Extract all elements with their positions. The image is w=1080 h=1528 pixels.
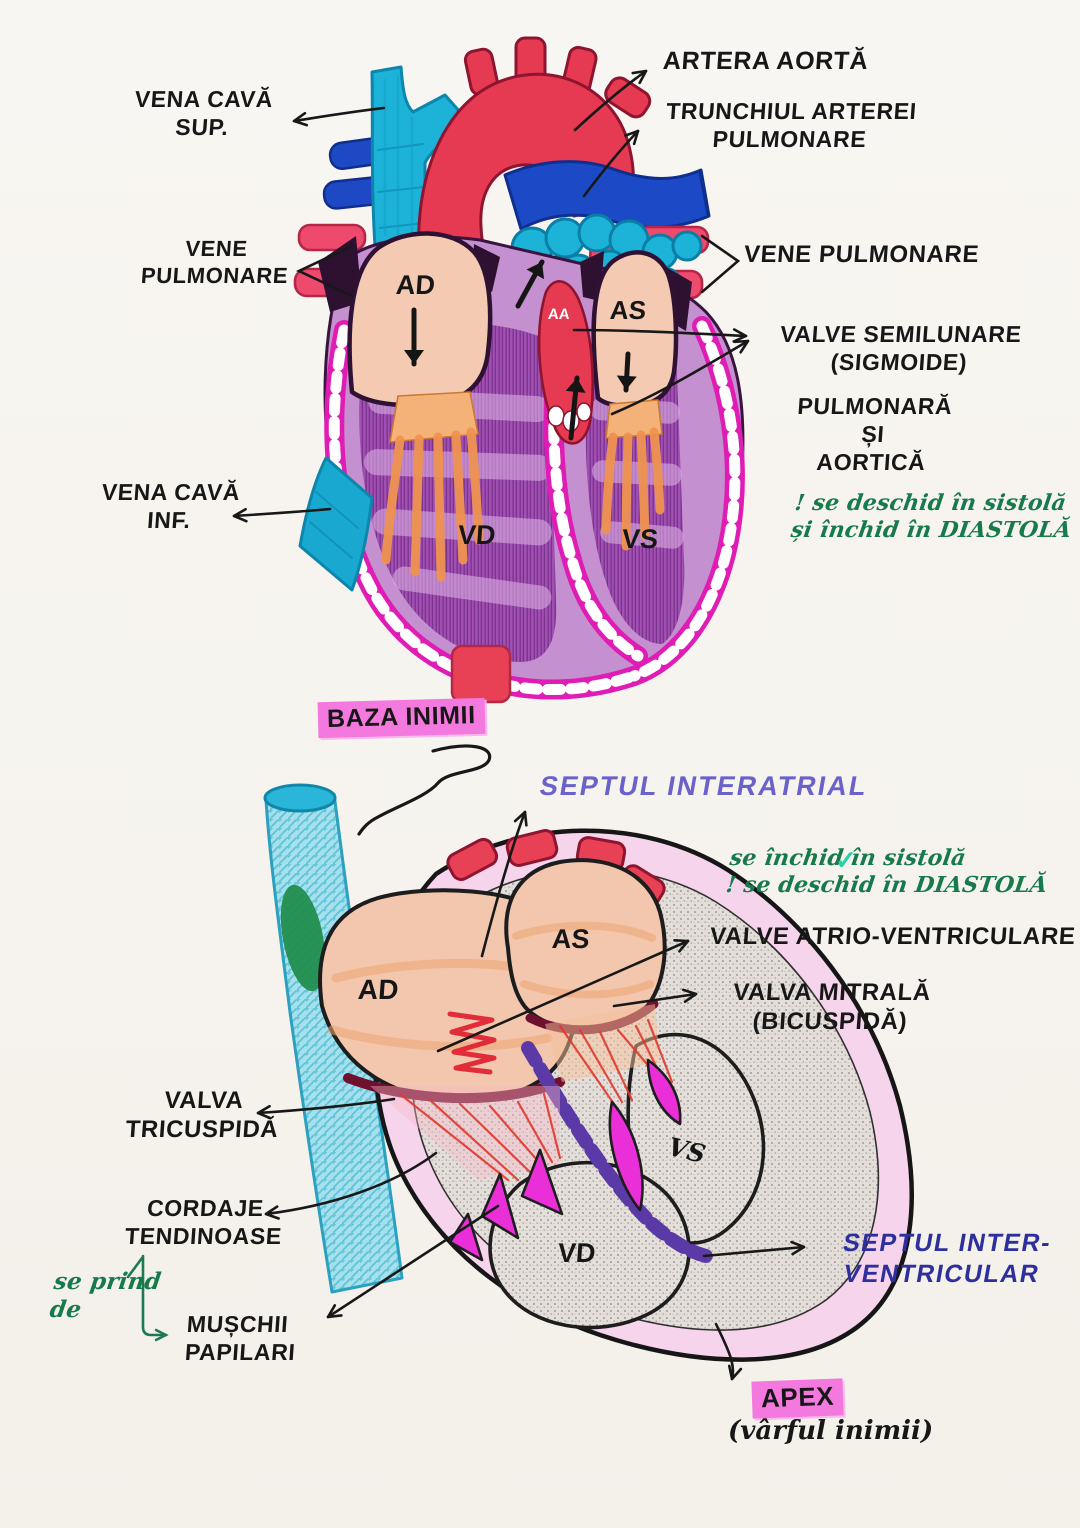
bottom-heart-figure bbox=[263, 783, 914, 1362]
label-cordaje-tendinoase: CORDAJE TENDINOASE bbox=[124, 1195, 283, 1250]
label-apex-subtitle: (vârful inimii) bbox=[728, 1416, 934, 1446]
label-vena-cava-inf: VENA CAVĂ INF. bbox=[100, 479, 242, 534]
label-septul-interatrial: SEPTUL INTERATRIAL bbox=[537, 771, 871, 801]
flow-arrows bbox=[404, 259, 637, 441]
label-baza-inimii: BAZA INIMII bbox=[317, 697, 486, 738]
green-bracket bbox=[126, 1254, 169, 1342]
chamber-label-ad-bottom: AD bbox=[356, 974, 400, 1005]
cordaje-red-lines bbox=[398, 1018, 674, 1182]
chamber-label-as-top: AS bbox=[608, 295, 648, 325]
green-patch bbox=[280, 884, 326, 992]
muschi-papilari-shapes bbox=[448, 1058, 682, 1262]
label-pulmonara-si-aortica: PULMONARĂ ȘI AORTICĂ bbox=[796, 393, 954, 476]
arrow-valva-mitrala bbox=[612, 988, 698, 1008]
trunchi-artera-pulmonara-shape bbox=[503, 160, 711, 231]
note-valve-av: se închid în sistolă ! se deschid în DIA… bbox=[724, 845, 1050, 898]
red-scribble bbox=[447, 1011, 497, 1075]
note-valve-semilunare: ! se deschid în sistolă și închid în DIA… bbox=[789, 490, 1074, 543]
label-valve-semilunare: VALVE SEMILUNARE (SIGMOIDE) bbox=[779, 321, 1023, 376]
arrow-vena-cava-sup bbox=[292, 106, 386, 127]
label-valva-tricuspida: VALVA TRICUSPIDĂ bbox=[124, 1087, 280, 1144]
arrow-artera-aorta bbox=[573, 69, 648, 132]
checkmark-icon: ✓ bbox=[835, 845, 857, 875]
chamber-label-vs-top: VS bbox=[620, 524, 660, 554]
label-apex: APEX bbox=[751, 1378, 844, 1419]
arrow-vena-cava-inf bbox=[232, 507, 332, 523]
top-heart-figure bbox=[293, 36, 745, 704]
label-muschii-papilari: MUȘCHII PAPILARI bbox=[184, 1311, 297, 1366]
label-se-prind-de: se prind de bbox=[48, 1268, 163, 1324]
chamber-label-as-bottom: AS bbox=[550, 924, 591, 954]
arrow-apex bbox=[714, 1322, 743, 1381]
chamber-label-ad-top: AD bbox=[394, 270, 437, 300]
arrow-valve-semilunare-1 bbox=[572, 328, 748, 343]
arrow-valva-tricuspida bbox=[256, 1097, 396, 1120]
arrow-valve-av bbox=[436, 939, 690, 1053]
label-trunchiul-arterei: TRUNCHIUL ARTEREI PULMONARE bbox=[665, 98, 918, 153]
label-valve-atrioventriculare: VALVE ATRIO-VENTRICULARE bbox=[709, 923, 1077, 950]
label-artera-aorta: ARTERA AORTĂ bbox=[662, 47, 870, 75]
label-septul-interventricular: SEPTUL INTER- VENTRICULAR bbox=[840, 1229, 1054, 1288]
atriul-stang-bottom-shape bbox=[504, 858, 667, 1035]
bracket-vene-pulmonare-left bbox=[295, 244, 354, 298]
annotation-arrows bbox=[232, 69, 806, 1381]
vena-cava-crayon-shape bbox=[263, 783, 404, 1294]
label-vene-pulmonare-right: VENE PULMONARE bbox=[743, 241, 981, 268]
label-vena-cava-sup: VENA CAVĂ SUP. bbox=[133, 86, 275, 141]
label-valva-mitrala: VALVA MITRALĂ (BICUSPIDĂ) bbox=[732, 979, 932, 1036]
arrow-valve-semilunare-2 bbox=[610, 339, 750, 416]
arrow-sept-interventricular bbox=[702, 1240, 806, 1258]
squiggle-baza-inimii bbox=[357, 744, 492, 836]
label-vene-pulmonare-left: VENE PULMONARE bbox=[140, 236, 290, 288]
red-vessel-stub-bottom bbox=[450, 644, 512, 704]
radacina-aortica-shape bbox=[537, 280, 594, 445]
vena-cava-inferioara-shape bbox=[298, 456, 374, 592]
vena-cava-superioara-shape bbox=[370, 65, 469, 248]
sept-interventricular-shape bbox=[521, 1041, 713, 1263]
arrow-sept-interatrial bbox=[480, 810, 528, 958]
chamber-label-vd-top: VD bbox=[456, 520, 497, 550]
chamber-label-vd-bottom: VD bbox=[556, 1238, 597, 1268]
bracket-vene-pulmonare-right bbox=[700, 234, 741, 294]
arrow-trunchi-pulmonar bbox=[582, 129, 640, 198]
arrow-cordaje bbox=[264, 1151, 438, 1220]
arrow-muschii-papilari bbox=[326, 1204, 500, 1319]
atriul-drept-shape bbox=[347, 231, 493, 408]
chamber-label-aa-top: AA bbox=[547, 306, 571, 323]
